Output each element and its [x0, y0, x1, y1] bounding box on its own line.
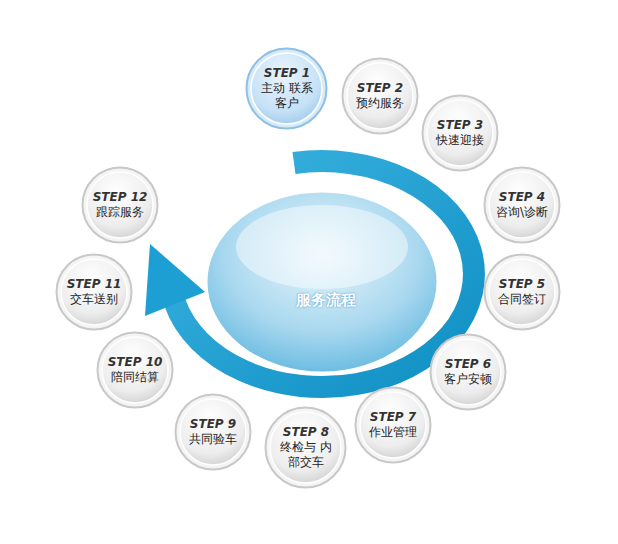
step-number: STEP 12 [90, 190, 150, 205]
step-label: 陪同结算 [105, 370, 165, 385]
step-label: 交车送别 [64, 292, 124, 307]
swirl-arrowhead [145, 244, 205, 316]
step-number: STEP 1 [257, 66, 317, 81]
step-label: 共同验车 [183, 432, 243, 447]
step-number: STEP 6 [438, 357, 498, 372]
step-number: STEP 8 [276, 425, 336, 440]
step-circle: STEP 3快速迎接 [421, 94, 499, 172]
step-text-group: STEP 5合同签订 [492, 277, 552, 307]
step-number: STEP 2 [350, 81, 410, 96]
step-circle: STEP 6客户安顿 [429, 333, 507, 411]
step-circle: STEP 7作业管理 [354, 386, 432, 464]
step-text-group: STEP 11交车送别 [64, 277, 124, 307]
step-circle: STEP 11交车送别 [55, 253, 133, 331]
step-label: 咨询\诊断 [492, 205, 552, 220]
step-number: STEP 5 [492, 277, 552, 292]
step-text-group: STEP 6客户安顿 [438, 357, 498, 387]
step-label: 作业管理 [363, 425, 423, 440]
step-number: STEP 10 [105, 355, 165, 370]
step-text-group: STEP 9共同验车 [183, 417, 243, 447]
step-label: 预约服务 [350, 96, 410, 111]
step-number: STEP 11 [64, 277, 124, 292]
step-number: STEP 7 [363, 410, 423, 425]
step-text-group: STEP 3快速迎接 [430, 118, 490, 148]
step-text-group: STEP 1主动 联系客户 [257, 66, 317, 111]
center-ellipse-outline [204, 189, 440, 375]
step-circle: STEP 10陪同结算 [96, 331, 174, 409]
step-circle: STEP 8终检与 内部交车 [264, 406, 347, 489]
step-label: 主动 联系客户 [257, 81, 317, 111]
step-label: 快速迎接 [430, 133, 490, 148]
step-number: STEP 4 [492, 190, 552, 205]
center-title: 服务流程 [296, 291, 356, 310]
step-circle: STEP 4咨询\诊断 [483, 166, 561, 244]
step-text-group: STEP 12跟踪服务 [90, 190, 150, 220]
step-label: 终检与 内部交车 [276, 440, 336, 470]
swirl-band [175, 161, 474, 387]
step-text-group: STEP 8终检与 内部交车 [276, 425, 336, 470]
step-circle: STEP 9共同验车 [174, 393, 252, 471]
step-label: 客户安顿 [438, 372, 498, 387]
step-circle: STEP 5合同签订 [483, 253, 561, 331]
step-number: STEP 9 [183, 417, 243, 432]
step-circle: STEP 12跟踪服务 [81, 166, 159, 244]
step-text-group: STEP 7作业管理 [363, 410, 423, 440]
step-text-group: STEP 4咨询\诊断 [492, 190, 552, 220]
step-number: STEP 3 [430, 118, 490, 133]
step-label: 合同签订 [492, 292, 552, 307]
step-text-group: STEP 2预约服务 [350, 81, 410, 111]
step-circle: STEP 2预约服务 [341, 57, 419, 135]
step-label: 跟踪服务 [90, 205, 150, 220]
center-ellipse: 服务流程 [204, 189, 440, 375]
step-circle: STEP 1主动 联系客户 [245, 47, 328, 130]
step-text-group: STEP 10陪同结算 [105, 355, 165, 385]
